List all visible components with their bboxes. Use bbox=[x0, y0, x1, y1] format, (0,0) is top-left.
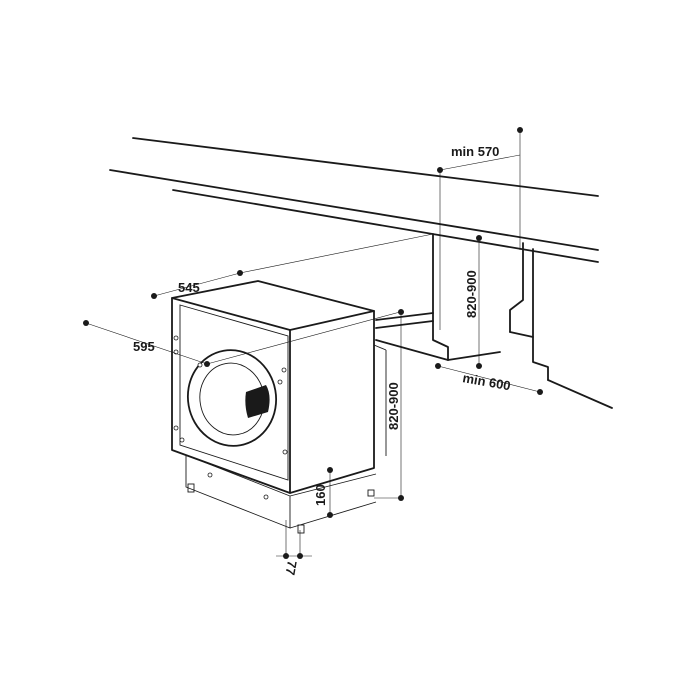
foot-77-label: 77 bbox=[283, 559, 300, 576]
depth-545-label: 545 bbox=[178, 280, 200, 295]
width-595-label: 595 bbox=[133, 339, 155, 354]
cabinet-recess bbox=[375, 233, 613, 409]
countertop bbox=[109, 137, 599, 263]
min-570-label: min 570 bbox=[451, 144, 499, 159]
appliance-height-label: 820-900 bbox=[386, 382, 401, 430]
door-handle bbox=[245, 385, 270, 418]
recess-height-label: 820-900 bbox=[464, 270, 479, 318]
min-600-label: min 600 bbox=[461, 370, 511, 393]
washing-machine bbox=[171, 280, 387, 534]
door bbox=[186, 349, 278, 447]
plinth-160-label: 160 bbox=[313, 484, 328, 506]
dimension-lines bbox=[83, 127, 543, 559]
